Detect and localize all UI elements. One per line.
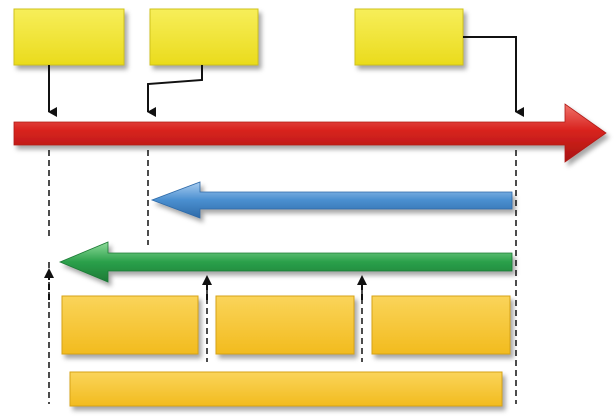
up-arrowhead-left — [44, 268, 54, 278]
top-box-2 — [149, 8, 259, 66]
dashed-guides — [48, 150, 517, 404]
blue-return-arrow — [150, 181, 513, 219]
connector-box3 — [463, 36, 524, 117]
red-timeline-arrow — [13, 103, 607, 163]
top-boxes — [13, 8, 464, 66]
up-arrowhead-box2 — [202, 275, 212, 285]
bottom-boxes — [61, 295, 511, 407]
top-box-3 — [354, 8, 464, 66]
bottom-box-3 — [371, 295, 511, 355]
top-connectors — [48, 36, 524, 117]
connector-box2 — [147, 65, 203, 117]
bottom-box-1 — [61, 295, 199, 355]
bottom-box-wide — [69, 371, 503, 407]
top-box-1 — [13, 8, 125, 66]
bottom-box-2 — [215, 295, 355, 355]
upward-connectors — [48, 276, 363, 300]
upward-arrowheads — [44, 268, 367, 285]
up-arrowhead-box3 — [357, 275, 367, 285]
green-return-arrow — [58, 241, 513, 283]
